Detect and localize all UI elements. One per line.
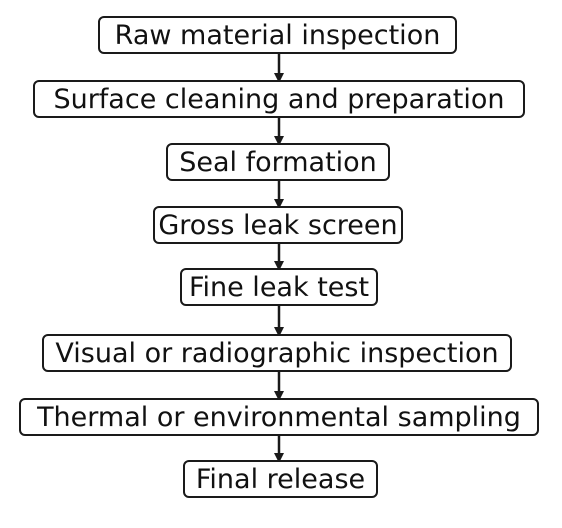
- step-surface-cleaning-and-preparation: Surface cleaning and preparation: [33, 80, 525, 118]
- step-raw-material-inspection: Raw material inspection: [98, 16, 457, 54]
- step-visual-or-radiographic-inspection: Visual or radiographic inspection: [42, 334, 512, 372]
- step-gross-leak-screen: Gross leak screen: [153, 206, 403, 244]
- step-fine-leak-test: Fine leak test: [180, 268, 378, 306]
- step-seal-formation: Seal formation: [166, 143, 390, 181]
- step-final-release: Final release: [183, 460, 378, 498]
- step-thermal-or-environmental-sampling: Thermal or environmental sampling: [19, 398, 539, 436]
